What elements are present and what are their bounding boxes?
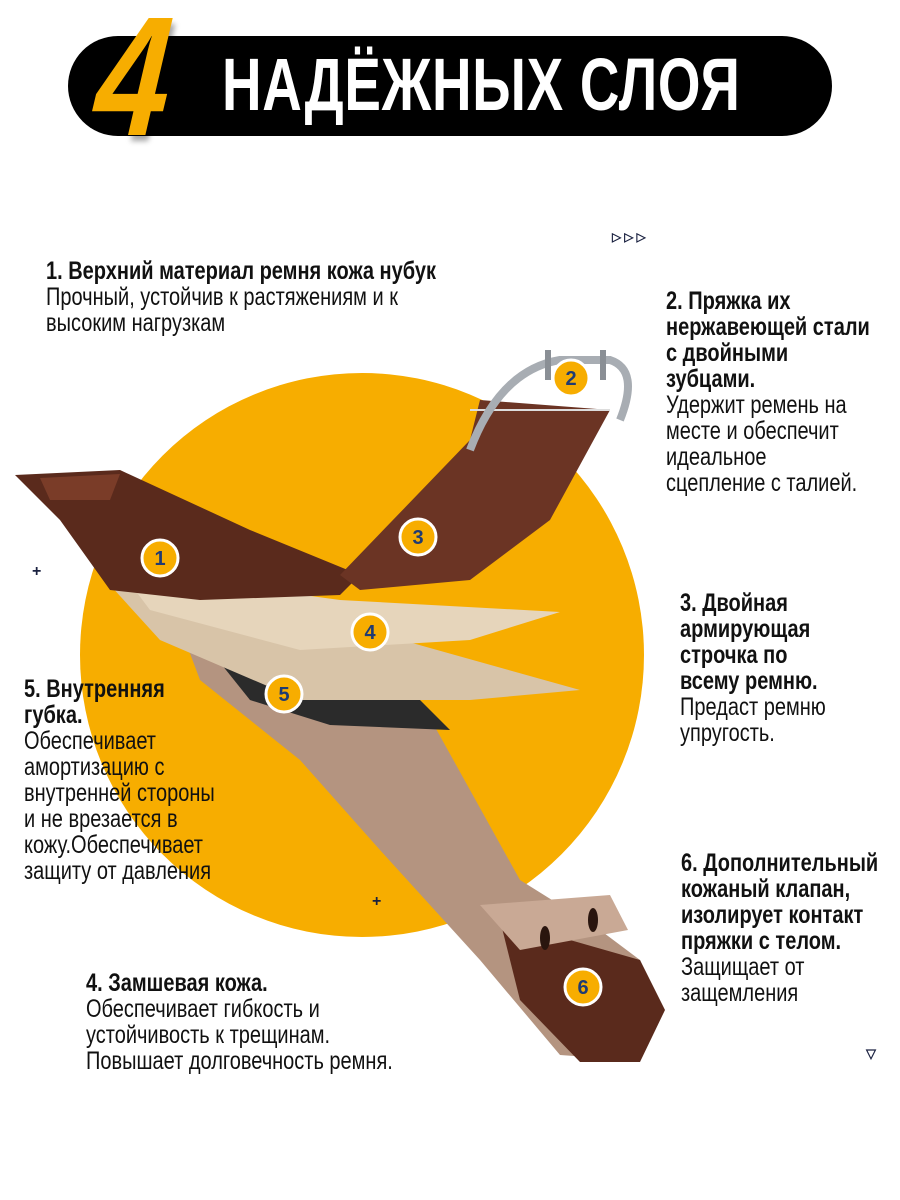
- feature-text: месте и обеспечит: [666, 417, 839, 445]
- feature-title: 6. Дополнительный: [681, 849, 879, 877]
- badge-number: 5: [278, 684, 289, 706]
- badges: 1 2 3 4 5 6: [140, 358, 603, 1007]
- feature-1: 1. Верхний материал ремня кожа нубук Про…: [46, 258, 436, 336]
- feature-text: защемления: [681, 979, 799, 1007]
- badge-5: [264, 674, 304, 714]
- plus-decoration-icon: +: [32, 563, 42, 580]
- feature-title: 4. Замшевая кожа.: [86, 969, 268, 997]
- buckle: [466, 356, 632, 452]
- feature-title: губка.: [24, 701, 83, 729]
- feature-3: 3. Двойная армирующая строчка по всему р…: [680, 590, 826, 746]
- feature-text: внутренней стороны: [24, 779, 215, 807]
- feature-title: пряжки с телом.: [681, 927, 842, 955]
- feature-title: 1. Верхний материал ремня кожа нубук: [46, 257, 436, 285]
- badge-4: [350, 612, 390, 652]
- feature-text: и не врезается в: [24, 805, 178, 833]
- badge-number: 2: [565, 368, 576, 390]
- feature-text: сцепление с талией.: [666, 469, 858, 497]
- feature-text: амортизацию с: [24, 753, 165, 781]
- badge-1: [140, 538, 180, 578]
- feature-2: 2. Пряжка их нержавеющей стали с двойным…: [666, 288, 870, 496]
- feature-text: упругость.: [680, 719, 775, 747]
- feature-text: защиту от давления: [24, 857, 212, 885]
- feature-text: Обеспечивает гибкость и: [86, 995, 320, 1023]
- feature-text: Удержит ремень на: [666, 391, 847, 419]
- feature-title: кожаный клапан,: [681, 875, 851, 903]
- feature-text: высоким нагрузкам: [46, 309, 226, 337]
- feature-title: с двойными: [666, 339, 789, 367]
- feature-title: армирующая: [680, 615, 811, 643]
- top-leather: [15, 470, 360, 600]
- feature-title: 2. Пряжка их: [666, 287, 791, 315]
- feature-6: 6. Дополнительный кожаный клапан, изолир…: [681, 850, 878, 1006]
- feature-title: изолирует контакт: [681, 901, 864, 929]
- badge-number: 4: [364, 622, 376, 644]
- arrows-decoration-icon: ▷▷▷: [612, 230, 649, 244]
- triangle-decoration-icon: ▽: [866, 1046, 876, 1061]
- feature-text: Обеспечивает: [24, 727, 156, 755]
- feature-text: Предаст ремню: [680, 693, 826, 721]
- feature-title: строчка по: [680, 641, 788, 669]
- feature-text: Защищает от: [681, 953, 805, 981]
- badge-number: 3: [412, 527, 423, 549]
- feature-title: нержавеющей стали: [666, 313, 870, 341]
- feature-title: всему ремню.: [680, 667, 818, 695]
- header-title: НАДЁЖНЫХ СЛОЯ: [222, 43, 741, 126]
- plus-decoration-icon: +: [372, 893, 382, 910]
- feature-text: кожу.Обеспечивает: [24, 831, 203, 859]
- badge-number: 1: [154, 548, 165, 570]
- header-banner: [68, 36, 832, 136]
- feature-text: Прочный, устойчив к растяжениям и к: [46, 283, 398, 311]
- feature-title: 5. Внутренняя: [24, 675, 165, 703]
- badge-3: [398, 517, 438, 557]
- feature-5: 5. Внутренняя губка. Обеспечивает аморти…: [24, 676, 215, 884]
- feature-title: 3. Двойная: [680, 589, 788, 617]
- badge-6: [563, 967, 603, 1007]
- feature-text: идеальное: [666, 443, 767, 471]
- feature-text: Повышает долговечность ремня.: [86, 1047, 393, 1075]
- badge-2: [551, 358, 591, 398]
- feature-text: устойчивость к трещинам.: [86, 1021, 331, 1049]
- badge-number: 6: [577, 977, 588, 999]
- feature-title: зубцами.: [666, 365, 756, 393]
- feature-4: 4. Замшевая кожа. Обеспечивает гибкость …: [86, 970, 393, 1074]
